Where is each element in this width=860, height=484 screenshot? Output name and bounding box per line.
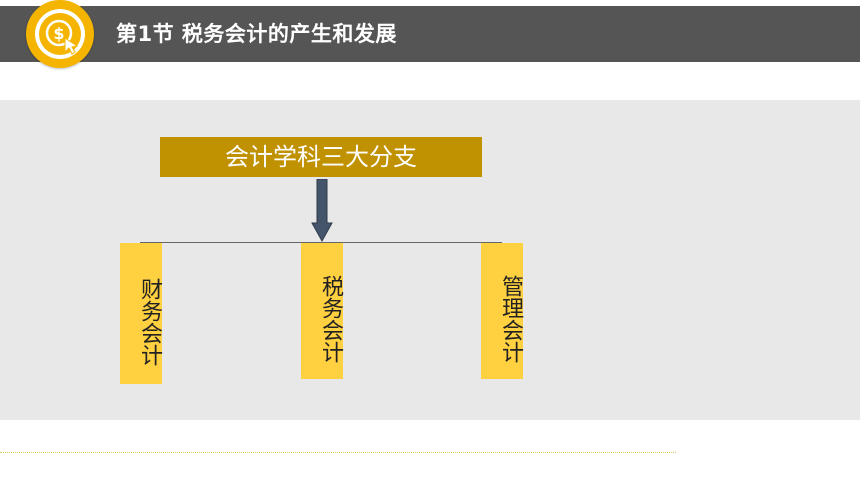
branch-connector-line <box>140 242 502 243</box>
branch-label: 财务会计 <box>137 277 162 366</box>
branch-management-accounting: 管理会计 <box>481 243 523 379</box>
branch-label: 管理会计 <box>498 275 523 363</box>
svg-text:$: $ <box>53 24 64 43</box>
section-title: 第1节 税务会计的产生和发展 <box>116 22 397 46</box>
header-bar: 第1节 税务会计的产生和发展 <box>0 6 860 62</box>
branch-label: 税务会计 <box>318 275 343 363</box>
down-arrow <box>311 179 333 243</box>
branch-tax-accounting: 税务会计 <box>301 243 343 379</box>
diagram-root-box: 会计学科三大分支 <box>160 137 482 177</box>
money-cursor-icon: $ <box>26 0 94 68</box>
dotted-divider <box>0 452 676 453</box>
branch-financial-accounting: 财务会计 <box>120 243 162 384</box>
